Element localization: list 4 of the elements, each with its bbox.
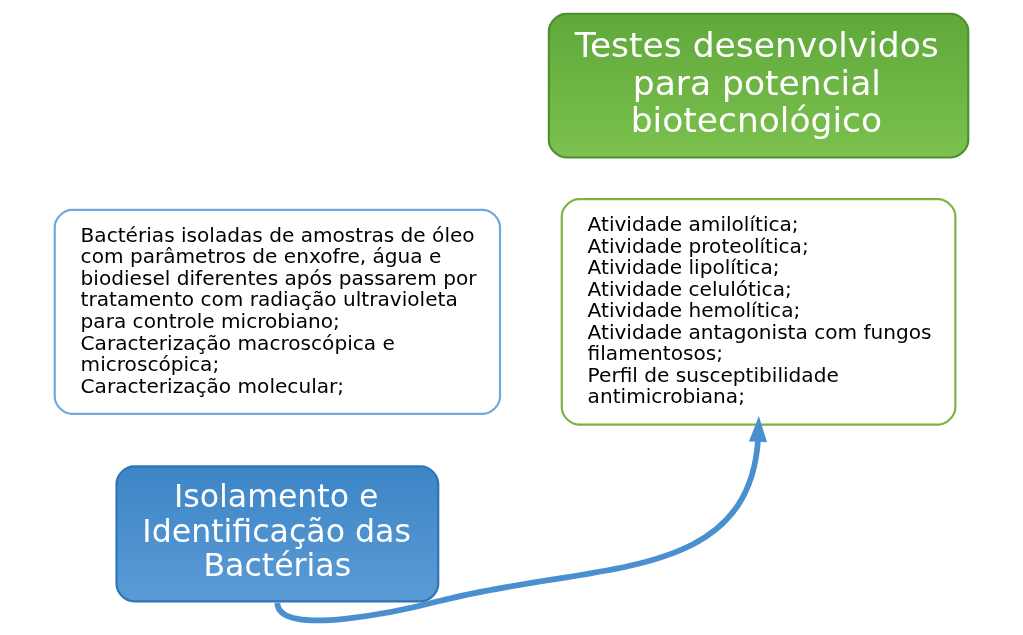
- node-box: Atividade amilolítica; Atividade proteolítica; Atividade lipolítica; Atividade celulótica; Atividade hemolítica; Atividade antagonista com fungos filamentosos; Perfil de susceptibilidade antimicrobiana;: [560, 198, 957, 426]
- node-box: Isolamento e Identificação das Bactérias: [115, 465, 440, 603]
- node-box: Bactérias isoladas de amostras de óleo com parâmetros de enxofre, água e biodiesel diferentes após passarem por tratamento com radiação ultravioleta para controle microbiano; Caracterização macroscópica e microscópica; Caracterização molecular;: [53, 208, 502, 415]
- node-box: Testes desenvolvidos para potencial biotecnológico: [547, 12, 970, 159]
